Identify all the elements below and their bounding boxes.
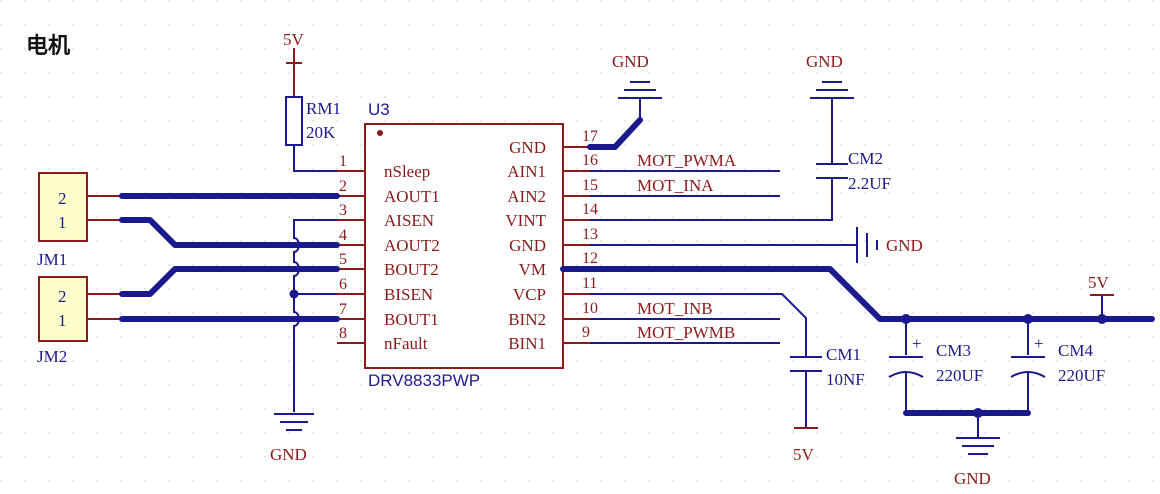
pin-num-8: 8 — [339, 325, 347, 342]
ic-u3[interactable]: U3 DRV8833PWP 1 2 3 4 — [337, 100, 598, 390]
jm1-pin-2: 2 — [58, 189, 67, 208]
pin-num-2: 2 — [339, 178, 347, 195]
ic-ref: U3 — [368, 100, 390, 119]
cm1-value: 10NF — [826, 370, 865, 389]
ground-icon — [956, 437, 1000, 455]
pin-num-16: 16 — [582, 152, 598, 169]
net-label-mot-ina: MOT_INA — [637, 176, 714, 195]
pin-name-vm: VM — [519, 260, 546, 279]
connector-pin-stubs — [87, 195, 122, 320]
gnd-label-pin13: GND — [886, 236, 923, 255]
pin-num-15: 15 — [582, 177, 598, 194]
ground-icon — [618, 81, 662, 99]
pin-name-bout2: BOUT2 — [384, 260, 439, 279]
connector-body-icon — [38, 276, 88, 342]
cm1-ref: CM1 — [826, 345, 861, 364]
net-label-mot-pwmb: MOT_PWMB — [637, 323, 735, 342]
net-label-mot-inb: MOT_INB — [637, 299, 713, 318]
capacitor-cm1[interactable]: CM1 10NF 5V — [590, 293, 865, 464]
cm3-value: 220UF — [936, 366, 983, 385]
pin-name-gnd17: GND — [509, 138, 546, 157]
net-label-mot-pwma: MOT_PWMA — [637, 151, 737, 170]
pin-name-bout1: BOUT1 — [384, 310, 439, 329]
cm4-value: 220UF — [1058, 366, 1105, 385]
connector-jm2[interactable]: 2 1 JM2 — [37, 276, 88, 366]
jm1-ref: JM1 — [37, 250, 67, 269]
pin-num-6: 6 — [339, 276, 347, 293]
cm2-ref: CM2 — [848, 149, 883, 168]
cm3-ref: CM3 — [936, 341, 971, 360]
gnd-label-top1: GND — [612, 52, 649, 71]
pin-num-9: 9 — [582, 324, 590, 341]
gnd-label-bottom: GND — [954, 469, 991, 488]
cm4-ref: CM4 — [1058, 341, 1093, 360]
jm2-pin-2: 2 — [58, 287, 67, 306]
junction-dot — [1097, 314, 1107, 324]
resistor-body-icon — [285, 96, 303, 146]
pin-name-bisen: BISEN — [384, 285, 433, 304]
ic-right-pin-stubs — [563, 146, 590, 344]
gnd-pin17: GND — [587, 52, 662, 150]
bottom-gnd-bus: GND — [903, 408, 1031, 488]
ic-left-pin-stubs — [337, 170, 365, 344]
pin-name-bin1: BIN1 — [508, 334, 546, 353]
sheet-title: 电机 — [26, 34, 70, 59]
power-label-5v-cm1: 5V — [793, 445, 815, 464]
pin-name-vcp: VCP — [513, 285, 546, 304]
net-wires-right — [590, 170, 780, 344]
pin1-marker-icon — [377, 130, 383, 136]
pin-num-7: 7 — [339, 301, 347, 318]
pin-num-12: 12 — [582, 250, 598, 267]
pin-name-gnd13: GND — [509, 236, 546, 255]
pin-name-nfault: nFault — [384, 334, 428, 353]
ic-body — [364, 123, 564, 369]
pin-name-aout1: AOUT1 — [384, 187, 440, 206]
cm2-value: 2.2UF — [848, 174, 891, 193]
jm2-ref: JM2 — [37, 347, 67, 366]
gnd-label-top2: GND — [806, 52, 843, 71]
pin-name-ain1: AIN1 — [507, 162, 546, 181]
connector-jm1[interactable]: 2 1 JM1 — [37, 172, 88, 269]
capacitor-cm4[interactable]: + CM4 220UF — [1010, 319, 1105, 413]
power-label-5v-right: 5V — [1088, 273, 1110, 292]
pin-name-nsleep: nSleep — [384, 162, 430, 181]
polarity-mark-cm4: + — [1034, 334, 1044, 353]
pin-num-10: 10 — [582, 300, 598, 317]
ground-icon — [810, 81, 854, 99]
jm2-pin-1: 1 — [58, 311, 67, 330]
junction-dot — [289, 289, 299, 299]
capacitor-cm2[interactable]: GND CM2 2.2UF — [590, 52, 891, 221]
connector-body-icon — [38, 172, 88, 242]
resistor-value: 20K — [306, 123, 336, 142]
pin-name-aout2: AOUT2 — [384, 236, 440, 255]
jm1-pin-1: 1 — [58, 213, 67, 232]
motor-buses — [119, 193, 340, 322]
pin-num-11: 11 — [582, 275, 597, 292]
capacitor-cm3[interactable]: + CM3 220UF — [888, 319, 983, 413]
pin-name-ain2: AIN2 — [507, 187, 546, 206]
resistor-rm1[interactable]: 5V RM1 20K — [283, 30, 341, 172]
gnd-pin13: GND — [590, 227, 923, 263]
pin-name-vint: VINT — [505, 211, 546, 230]
polarity-mark-cm3: + — [912, 334, 922, 353]
sense-wire: GND — [270, 219, 337, 464]
pin-num-13: 13 — [582, 226, 598, 243]
pin-num-5: 5 — [339, 251, 347, 268]
pin-num-4: 4 — [339, 227, 347, 244]
power-label-5v-top: 5V — [283, 30, 305, 49]
resistor-ref: RM1 — [306, 99, 341, 118]
ground-icon — [274, 413, 314, 431]
gnd-label-left: GND — [270, 445, 307, 464]
pin-num-1: 1 — [339, 153, 347, 170]
ic-part: DRV8833PWP — [368, 371, 480, 390]
pin-num-3: 3 — [339, 202, 347, 219]
pin-name-aisen: AISEN — [384, 211, 434, 230]
pin-num-14: 14 — [582, 201, 598, 218]
pin-num-17: 17 — [582, 128, 598, 145]
pin-name-bin2: BIN2 — [508, 310, 546, 329]
